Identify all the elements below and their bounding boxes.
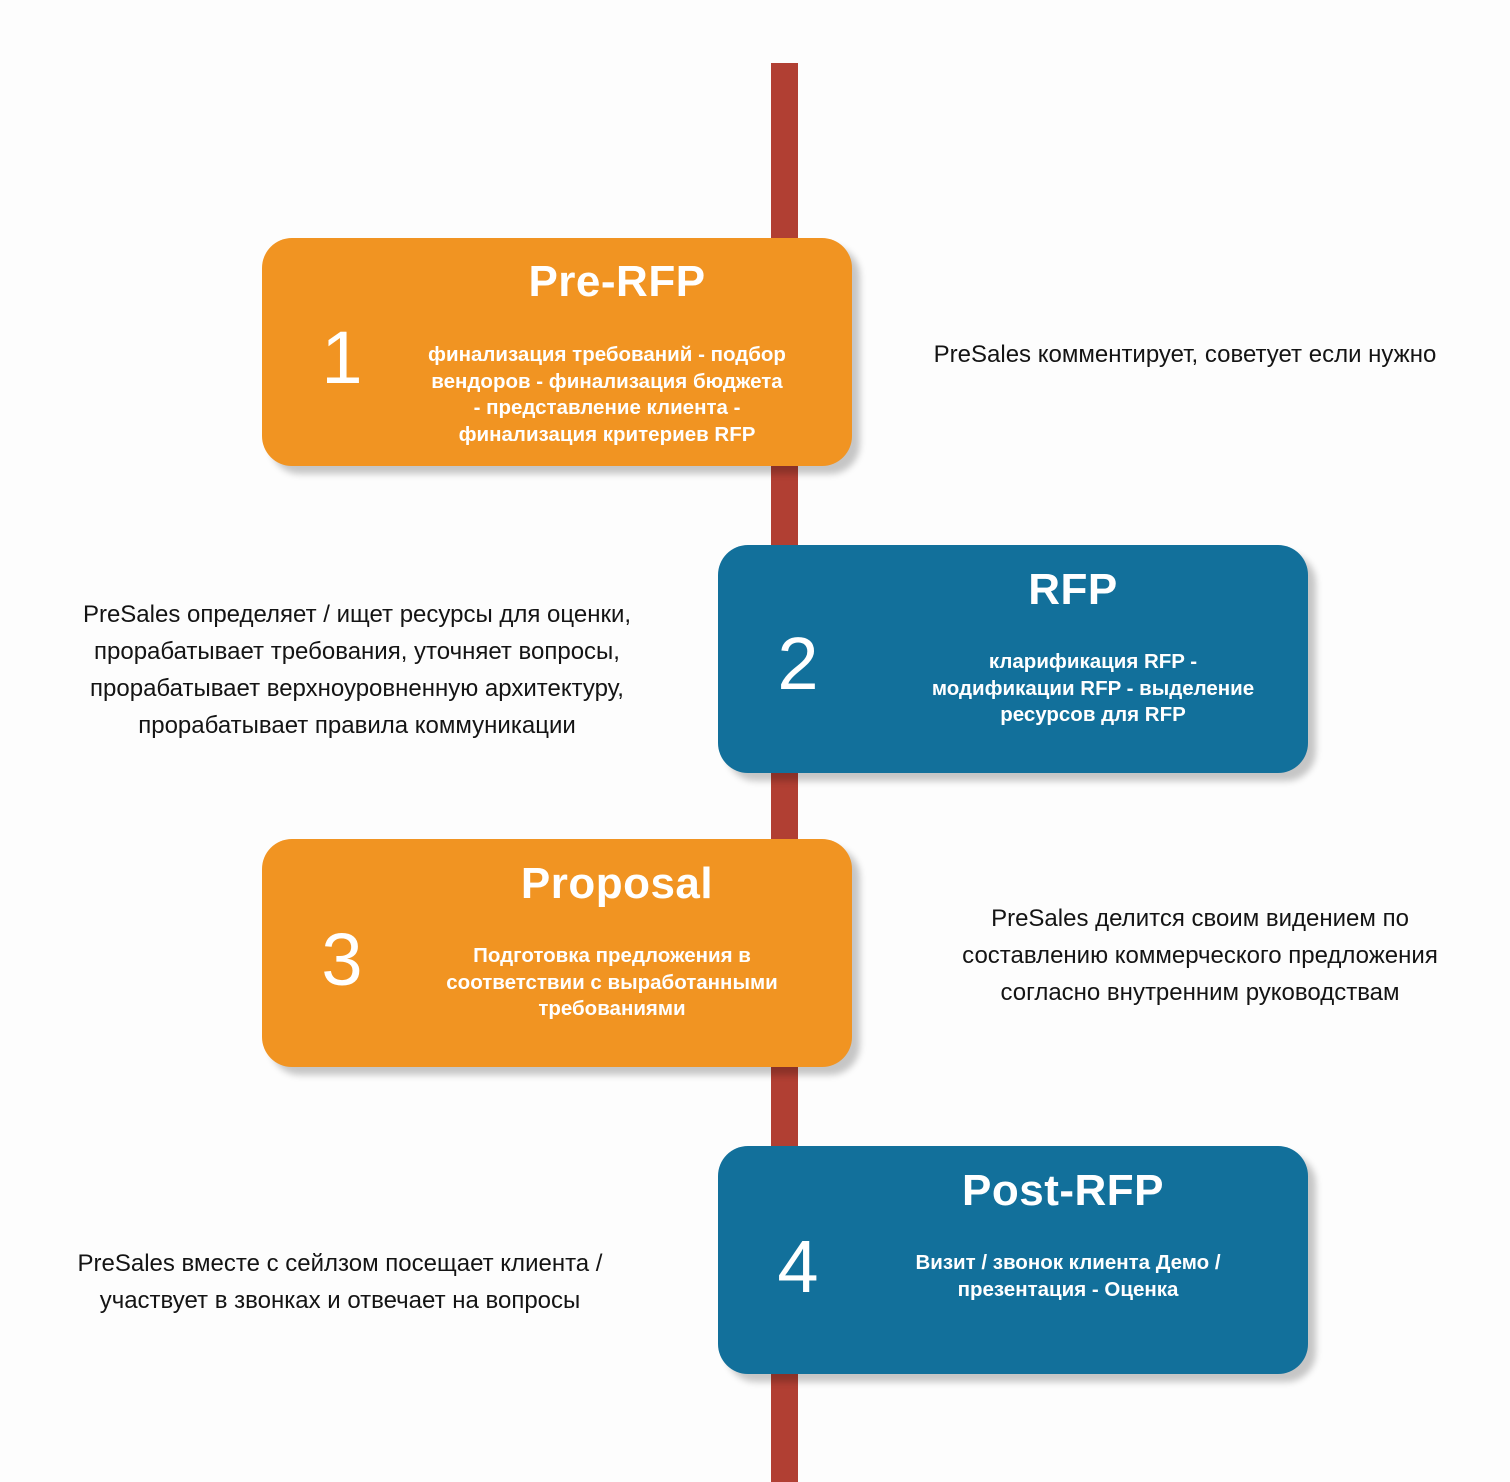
note-line: составлению коммерческого предложения bbox=[962, 942, 1438, 969]
stage-title: Post-RFP bbox=[962, 1166, 1164, 1215]
note-line: PreSales комментирует, советует если нуж… bbox=[933, 341, 1437, 368]
stage-description-line: модификации RFP - выделение bbox=[931, 676, 1255, 700]
stage-description-line: соответствии с выработанными bbox=[446, 970, 778, 994]
stage-description-line: ресурсов для RFP bbox=[1000, 703, 1186, 726]
stage-description: Визит / звонок клиента Демо / презентаци… bbox=[858, 1250, 1278, 1303]
stage-description-line: кларификация RFP - bbox=[988, 650, 1198, 673]
stage-card-rfp: RFP 2 кларификация RFP - модификации RFP… bbox=[718, 545, 1308, 773]
stage-description-line: финализация требований - подбор bbox=[428, 343, 786, 366]
stage-card-pre-rfp: Pre-RFP 1 финализация требований - подбо… bbox=[262, 238, 852, 466]
stage-note-2: PreSales определяет / ищет ресурсы для о… bbox=[12, 596, 702, 744]
note-line: PreSales определяет / ищет ресурсы для о… bbox=[82, 601, 632, 628]
stage-description: Подготовка предложения в соответствии с … bbox=[402, 943, 822, 1023]
stage-title: Pre-RFP bbox=[528, 257, 706, 306]
stage-description-line: Визит / звонок клиента Демо / bbox=[915, 1251, 1221, 1274]
note-line: участвует в звонках и отвечает на вопрос… bbox=[99, 1287, 581, 1314]
stage-number: 4 bbox=[777, 1225, 819, 1308]
stage-number: 3 bbox=[321, 918, 363, 1001]
stage-number: 2 bbox=[777, 622, 819, 705]
stage-description-line: финализация критериев RFP bbox=[458, 422, 756, 446]
stage-note-4: PreSales вместе с сейлзом посещает клиен… bbox=[20, 1245, 660, 1319]
stage-number: 1 bbox=[321, 316, 363, 399]
stage-note-3: PreSales делится своим видением по соста… bbox=[905, 900, 1495, 1011]
note-line: прорабатывает верхноуровненную архитекту… bbox=[90, 675, 624, 702]
stage-card-proposal: Proposal 3 Подготовка предложения в соот… bbox=[262, 839, 852, 1067]
note-line: согласно внутренним руководствам bbox=[1000, 979, 1400, 1006]
stage-note-1: PreSales комментирует, советует если нуж… bbox=[880, 336, 1490, 373]
stage-description-line: презентация - Оценка bbox=[957, 1277, 1179, 1301]
note-line: прорабатывает правила коммуникации bbox=[138, 712, 576, 739]
stage-description: финализация требований - подбор вендоров… bbox=[397, 342, 817, 448]
stage-description-line: требованиями bbox=[538, 997, 686, 1020]
stage-description: кларификация RFP - модификации RFP - выд… bbox=[883, 649, 1303, 729]
stage-title: RFP bbox=[1028, 565, 1118, 614]
note-line: PreSales делится своим видением по bbox=[991, 905, 1409, 932]
note-line: прорабатывает требования, уточняет вопро… bbox=[94, 638, 620, 665]
stage-description-line: - представление клиента - bbox=[473, 396, 741, 419]
stage-description-line: Подготовка предложения в bbox=[473, 944, 751, 967]
stage-description-line: вендоров - финализация бюджета bbox=[431, 369, 783, 393]
note-line: PreSales вместе с сейлзом посещает клиен… bbox=[77, 1250, 603, 1277]
stage-card-post-rfp: Post-RFP 4 Визит / звонок клиента Демо /… bbox=[718, 1146, 1308, 1374]
stage-title: Proposal bbox=[520, 859, 714, 908]
